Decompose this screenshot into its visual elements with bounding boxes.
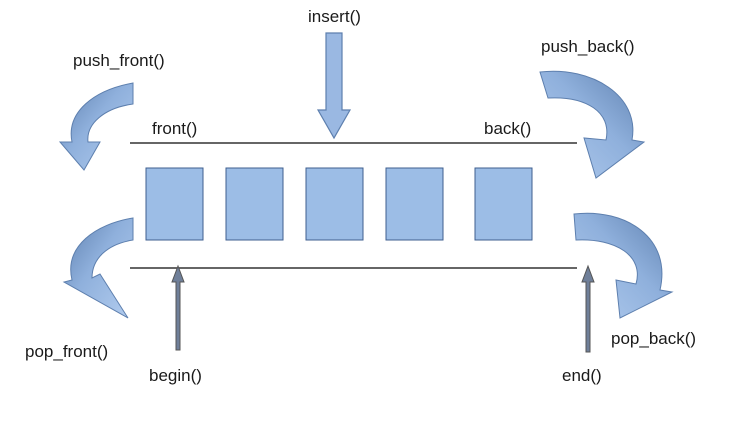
begin-arrow [171, 264, 185, 351]
front-label: front() [152, 119, 198, 138]
insert-arrow [316, 32, 352, 140]
push-back-arrow [539, 70, 646, 179]
deque-element-2 [225, 167, 284, 241]
deque-element-3 [305, 167, 364, 241]
pop-front-label: pop_front() [25, 342, 109, 361]
deque-element-1 [145, 167, 204, 241]
insert-label: insert() [308, 7, 361, 26]
begin-label: begin() [149, 366, 202, 385]
end-arrow [581, 264, 595, 353]
push-back-label: push_back() [541, 37, 635, 56]
push-front-arrow [58, 82, 134, 171]
deque-element-5 [474, 167, 533, 241]
pop-back-label: pop_back() [611, 329, 697, 348]
pop-back-arrow [573, 212, 674, 319]
deque-element-4 [385, 167, 444, 241]
end-label: end() [562, 366, 602, 385]
push-front-label: push_front() [73, 51, 165, 70]
back-label: back() [484, 119, 532, 138]
pop-front-arrow [62, 217, 134, 319]
